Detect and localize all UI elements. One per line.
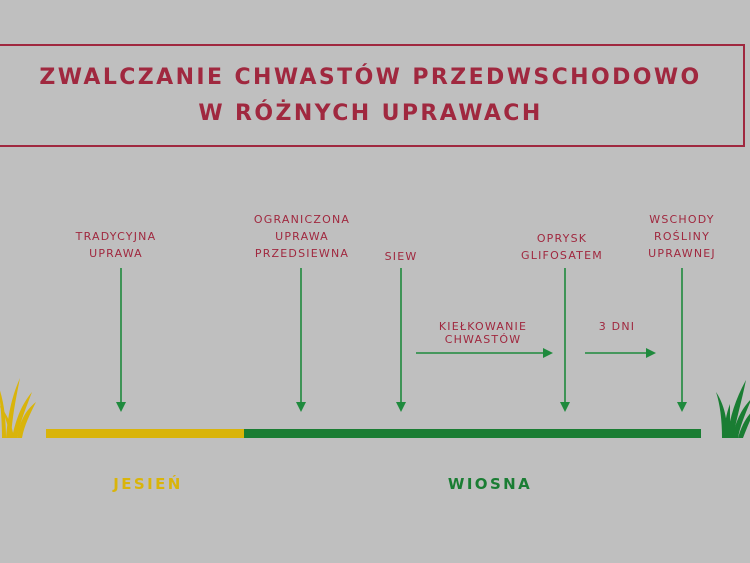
label-ograniczona-uprawa: OGRANICZONA UPRAWA PRZEDSIEWNA [254,211,350,262]
label-line: ROŚLINY [653,230,710,243]
season-wiosna: WIOSNA [447,475,533,493]
label-line: OGRANICZONA [253,213,351,226]
season-jesien: JESIEŃ [113,475,183,493]
note-line: CHWASTÓW [444,333,522,346]
note-3-dni: 3 DNI [599,320,635,333]
note-kielkowanie: KIEŁKOWANIE CHWASTÓW [439,320,527,346]
label-line: WSCHODY [649,213,715,226]
label-line: UPRAWA [275,230,329,243]
label-wschody-rosliny: WSCHODY ROŚLINY UPRAWNEJ [648,211,716,262]
label-line: SIEW [384,250,418,263]
note-line: 3 DNI [598,320,636,333]
label-siew: SIEW [385,248,418,265]
title-line-2: W RÓŻNYCH UPRAWACH [198,100,543,126]
label-line: UPRAWA [89,247,143,260]
timeline-spring-bar [244,429,701,438]
title-line-1: ZWALCZANIE CHWASTÓW PRZEDWSCHODOWO [39,64,702,90]
note-line: KIEŁKOWANIE [438,320,528,333]
label-oprysk-glifosatem: OPRYSK GLIFOSATEM [521,230,603,264]
label-line: UPRAWNEJ [648,247,716,260]
title-box: ZWALCZANIE CHWASTÓW PRZEDWSCHODOWO W RÓŻ… [0,44,745,147]
label-line: PRZEDSIEWNA [254,247,350,260]
timeline-autumn-bar [46,429,244,438]
label-line: TRADYCYJNA [75,230,157,243]
label-tradycyjna-uprawa: TRADYCYJNA UPRAWA [76,228,157,262]
green-grass-icon [716,380,750,438]
label-line: OPRYSK [536,232,588,245]
dry-grass-icon [0,378,36,438]
label-line: GLIFOSATEM [521,249,603,262]
